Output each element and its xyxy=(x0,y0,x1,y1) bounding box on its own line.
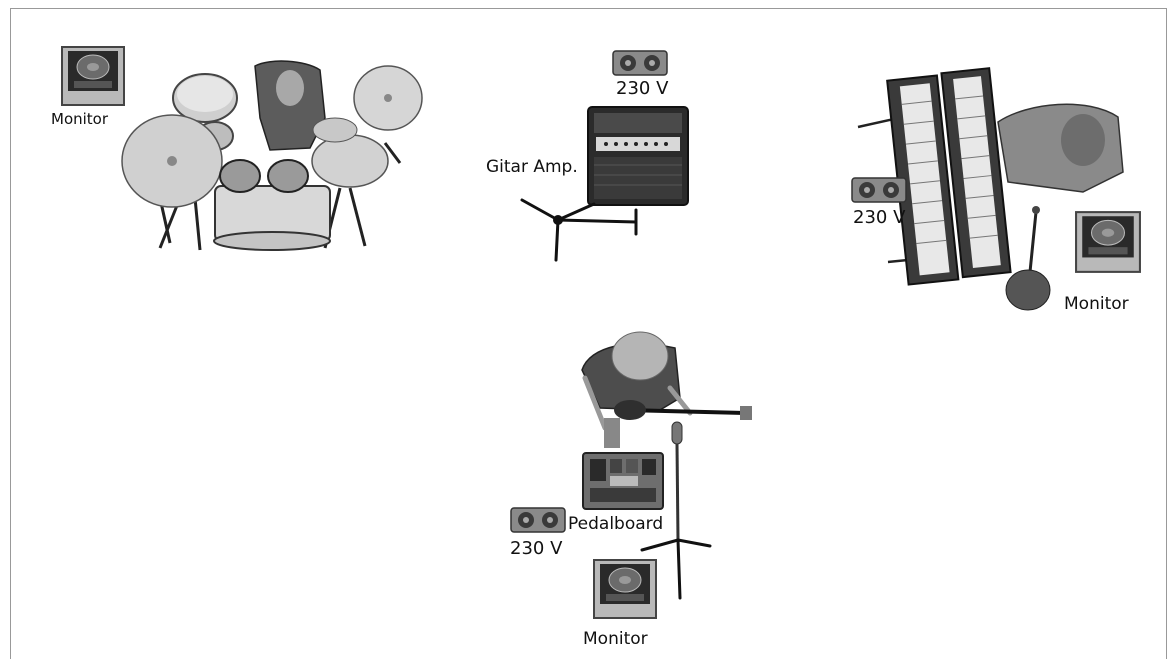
guitar-amp-icon xyxy=(587,106,689,206)
keyboard-icon xyxy=(857,67,1124,311)
power-outlet-icon xyxy=(612,50,668,76)
pedalboard-icon xyxy=(582,452,664,510)
monitor-label-drums: Monitor xyxy=(51,110,109,128)
drum-kit-icon xyxy=(121,60,423,251)
gitar-amp-label: Gitar Amp. xyxy=(486,157,578,177)
voltage-label-amp: 230 V xyxy=(616,78,669,99)
microphone-stand-icon xyxy=(640,421,712,600)
microphone-stand-icon xyxy=(520,198,638,262)
monitor-label-keys: Monitor xyxy=(1064,294,1129,314)
guitarist-icon xyxy=(581,331,752,448)
floor-monitor-icon xyxy=(61,46,125,106)
voltage-label-guitarist: 230 V xyxy=(510,538,563,559)
power-outlet-icon xyxy=(510,507,566,533)
power-outlet-icon xyxy=(851,177,907,203)
voltage-label-keys: 230 V xyxy=(853,207,906,228)
monitor-label-guitarist: Monitor xyxy=(583,629,648,649)
floor-monitor-icon xyxy=(1075,211,1141,273)
pedalboard-label: Pedalboard xyxy=(568,514,664,534)
floor-monitor-icon xyxy=(593,559,657,619)
stage-plot-frame xyxy=(10,8,1167,659)
